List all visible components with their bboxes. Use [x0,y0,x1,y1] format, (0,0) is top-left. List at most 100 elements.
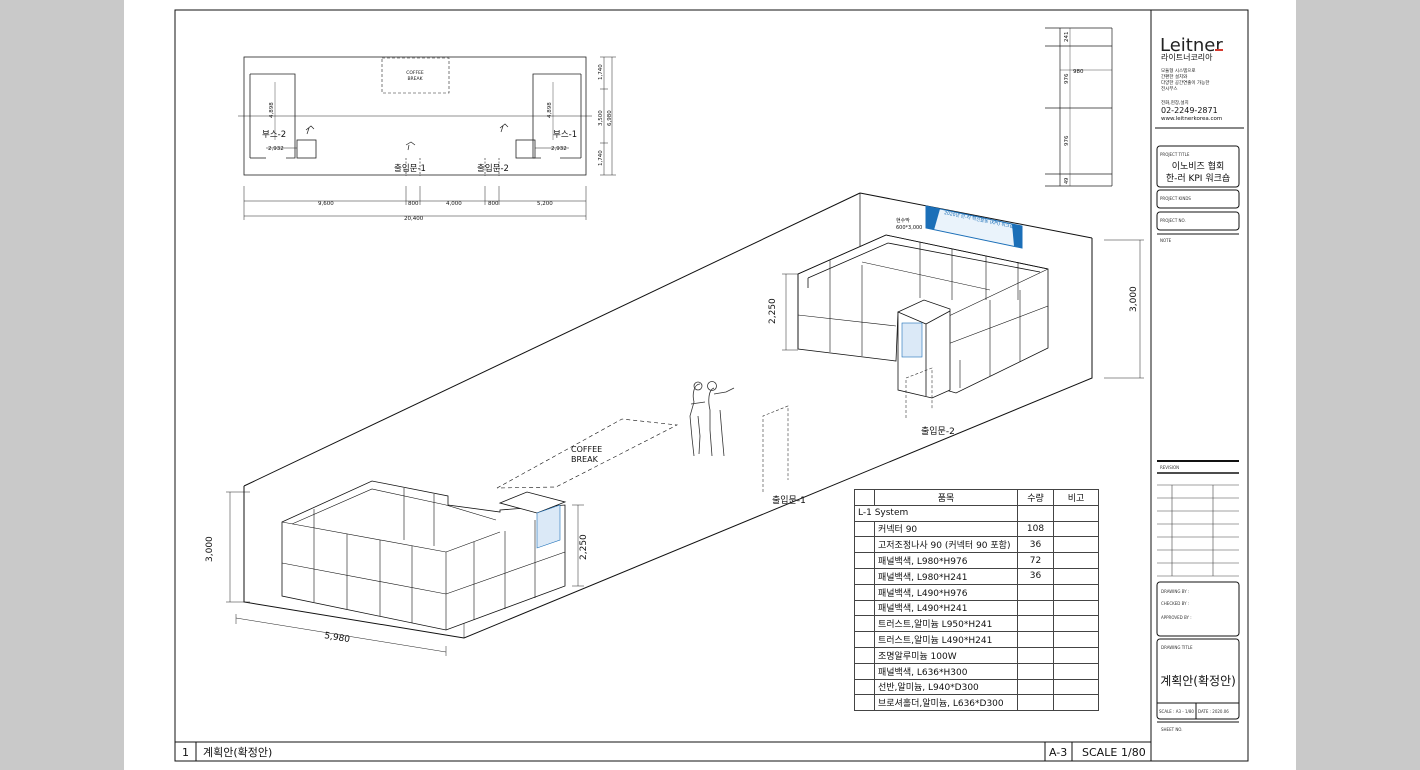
revision-label: REVISION [1160,465,1179,470]
left-totem-top [498,491,567,514]
project-no-box [1156,211,1240,231]
approved-by-label: APPROVED BY : [1161,615,1192,620]
table-row: 조명알루미늄 100W [854,646,1099,664]
drawing-sheet: 1 계획안(확정안) A-3 SCALE 1/80 Leitner 라이트너코리… [124,0,1296,770]
scale-label: SCALE [1082,746,1117,759]
bom-qty [1017,583,1054,601]
bom-qty [1017,646,1054,664]
scale-cell: SCALE : A3 - 1/80 [1159,709,1194,714]
bom-qty: 72 [1017,552,1054,569]
dim-1740-top: 1,740 [598,64,604,80]
note-label: NOTE [1160,238,1172,243]
bom-qty [1017,631,1054,648]
bom-item: 고저조정나사 90 (커넥터 90 포함) [874,536,1018,554]
bom-item: 패널백색, L490*H976 [874,583,1018,601]
bom-note [1053,583,1099,601]
bom-note [1053,694,1099,712]
iso-door-1: 출입문-1 [772,494,806,506]
iso-dim-2250-right: 2,250 [579,534,589,560]
dim-1740-bottom: 1,740 [598,150,604,166]
sheet-no-label: SHEET NO. [1161,727,1183,732]
bom-cell [854,567,875,585]
table-row: 패널백색, L636*H300 [854,662,1099,680]
bom-item: 조명알루미늄 100W [874,646,1018,664]
bom-note [1053,615,1099,633]
website: www.leitnerkorea.com [1161,116,1222,122]
table-row: 브로셔홀더,알미늄, L636*D300 [854,694,1099,712]
paper-size: A-3 [1049,746,1067,759]
dim-800-a: 800 [408,201,419,207]
bom-item: 선반,알미늄, L940*D300 [874,678,1018,696]
bom-cell [854,520,875,538]
table-row: 선반,알미늄, L940*D300 [854,678,1099,696]
bom-qty: 36 [1017,567,1054,585]
project-kinds-label: PROJECT KINDS [1160,196,1191,201]
bom-qty [1017,662,1054,680]
bom-cell [854,662,875,680]
bom-note [1053,567,1099,585]
bom-note [1053,520,1099,538]
scale-value: 1/80 [1121,746,1146,759]
bom-note [1053,646,1099,664]
bom-cell [854,552,875,569]
bom-item: 트러스트,알미늄 L950*H241 [874,615,1018,633]
dim-5200: 5,200 [537,201,553,207]
date-cell: DATE : 2020.06 [1198,709,1229,714]
dim-2932-right: 2,932 [551,146,567,152]
drawing-canvas: 1 계획안(확정안) A-3 SCALE 1/80 Leitner 라이트너코리… [174,9,1249,762]
signature-box [1156,581,1240,637]
bom-note [1053,599,1099,617]
project-title-label: PROJECT TITLE [1160,152,1190,157]
leitner-logo-ko: 라이트너코리아 [1161,52,1213,62]
elev-976-a: 976 [1064,73,1070,84]
drawing-title-box [1156,638,1240,720]
bom-cell [854,646,875,664]
dim-2932-left: 2,932 [268,146,284,152]
bom-note [1053,631,1099,648]
iso-coffee-2: BREAK [571,455,599,464]
project-kinds-box [1156,189,1240,209]
table-row: 고저조정나사 90 (커넥터 90 포함)36 [854,536,1099,554]
iso-dimensions [226,239,1144,656]
project-title-line2: 한-러 KPI 워크숍 [1166,173,1230,184]
checked-by-label: CHECKED BY : [1161,601,1189,606]
iso-coffee-1: COFFEE [571,445,602,454]
bom-header-qty: 수량 [1017,489,1054,506]
bom-group: L-1 System [854,504,1018,522]
bom-header-item: 품목 [874,489,1018,506]
banner-note-2: 600*3,000 [896,225,922,231]
bom-qty [1017,678,1054,696]
elev-49: 49 [1064,178,1070,184]
plan-coffee-1: COFFEE [406,70,424,76]
bom-item: 패널백색, L490*H241 [874,599,1018,617]
panel-elevation [1045,27,1113,187]
drawing-title: 계획안(확정안) [1160,674,1236,688]
bom-item: 패널백색, L980*H241 [874,567,1018,585]
plan-door-1: 출입문-1 [394,163,426,174]
drawing-title-label: DRAWING TITLE [1161,645,1193,650]
dim-4898-right: 4,898 [547,102,553,118]
bom-item: 커넥터 90 [874,520,1018,538]
elev-241: 241 [1064,32,1070,43]
dim-3500: 3,500 [598,110,604,126]
table-row: 패널백색, L490*H976 [854,583,1099,601]
bom-item: 패널백색, L636*H300 [874,662,1018,680]
plan-booth-1: 부스-1 [553,130,577,140]
bom-note [1053,536,1099,554]
drawing-number: 1 [182,746,189,759]
elev-976-b: 976 [1064,135,1070,146]
iso-dim-5980: 5,980 [324,631,351,645]
bom-note [1053,552,1099,569]
contact-label: 전화,현장,설치 [1161,99,1189,106]
dim-4000: 4,000 [446,201,462,207]
dim-9600: 9,600 [318,201,334,207]
project-title-box [1156,145,1240,188]
iso-door-2: 출입문-2 [921,425,955,437]
title-block: Leitner 라이트너코리아 모듈형 시스템으로 간편한 설치와 다양한 공간… [1155,35,1244,732]
drawing-frame [174,9,1249,762]
plan-coffee-2: BREAK [407,76,423,82]
elev-980: 980 [1073,69,1084,75]
company-desc-2: 간편한 설치와 [1161,73,1187,80]
